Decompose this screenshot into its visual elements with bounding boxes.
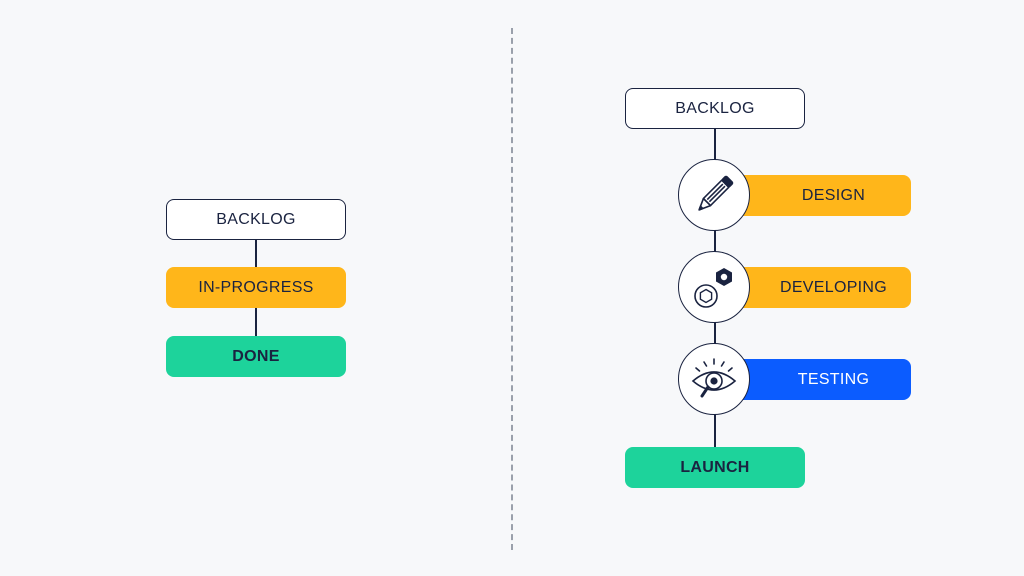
dashed-divider [511, 28, 513, 550]
developing-label-text: DEVELOPING [779, 278, 888, 296]
right-backlog-label: BACKLOG [675, 99, 755, 117]
developing-stage-circle [678, 251, 750, 323]
left-in-progress-label: IN-PROGRESS [198, 278, 314, 296]
testing-label-text: TESTING [797, 370, 870, 388]
right-launch-label: LAUNCH [680, 458, 750, 476]
design-stage-label: DESIGN [742, 175, 911, 216]
right-backlog-box: BACKLOG [625, 88, 805, 129]
right-launch-box: LAUNCH [625, 447, 805, 488]
left-backlog-label: BACKLOG [216, 210, 296, 228]
testing-stage-label: TESTING [742, 359, 911, 400]
pencil-icon [698, 175, 734, 211]
eye-magnifier-icon [691, 358, 737, 398]
design-label-text: DESIGN [801, 186, 866, 204]
design-stage-circle [678, 159, 750, 231]
testing-stage-circle [678, 343, 750, 415]
left-backlog-box: BACKLOG [166, 199, 346, 240]
left-done-box: DONE [166, 336, 346, 377]
left-done-label: DONE [232, 347, 280, 365]
left-in-progress-box: IN-PROGRESS [166, 267, 346, 308]
nuts-icon [694, 268, 732, 308]
developing-stage-label: DEVELOPING [742, 267, 911, 308]
